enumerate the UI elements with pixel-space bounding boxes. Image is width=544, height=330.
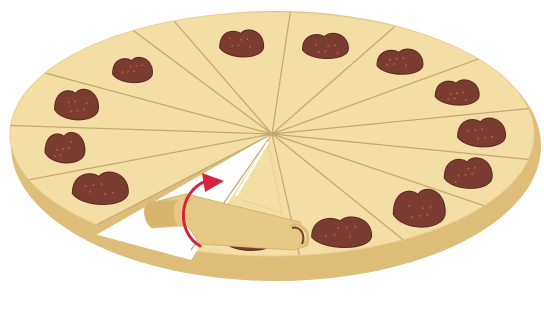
rolled-wedge-roll-end bbox=[145, 200, 178, 228]
filling-dollop bbox=[377, 49, 423, 74]
filling-dollop bbox=[113, 57, 153, 82]
filling-dollop bbox=[220, 30, 264, 57]
filling-dollop bbox=[444, 158, 492, 189]
filling-dollop bbox=[302, 33, 348, 58]
filling-dollop bbox=[312, 217, 372, 248]
filling-dollop bbox=[435, 80, 479, 105]
filling-dollop bbox=[45, 132, 85, 163]
filling-dollop bbox=[72, 172, 128, 204]
filling-dollop bbox=[393, 189, 445, 227]
filling-dollop bbox=[458, 118, 506, 147]
filling-dollop bbox=[55, 89, 99, 120]
